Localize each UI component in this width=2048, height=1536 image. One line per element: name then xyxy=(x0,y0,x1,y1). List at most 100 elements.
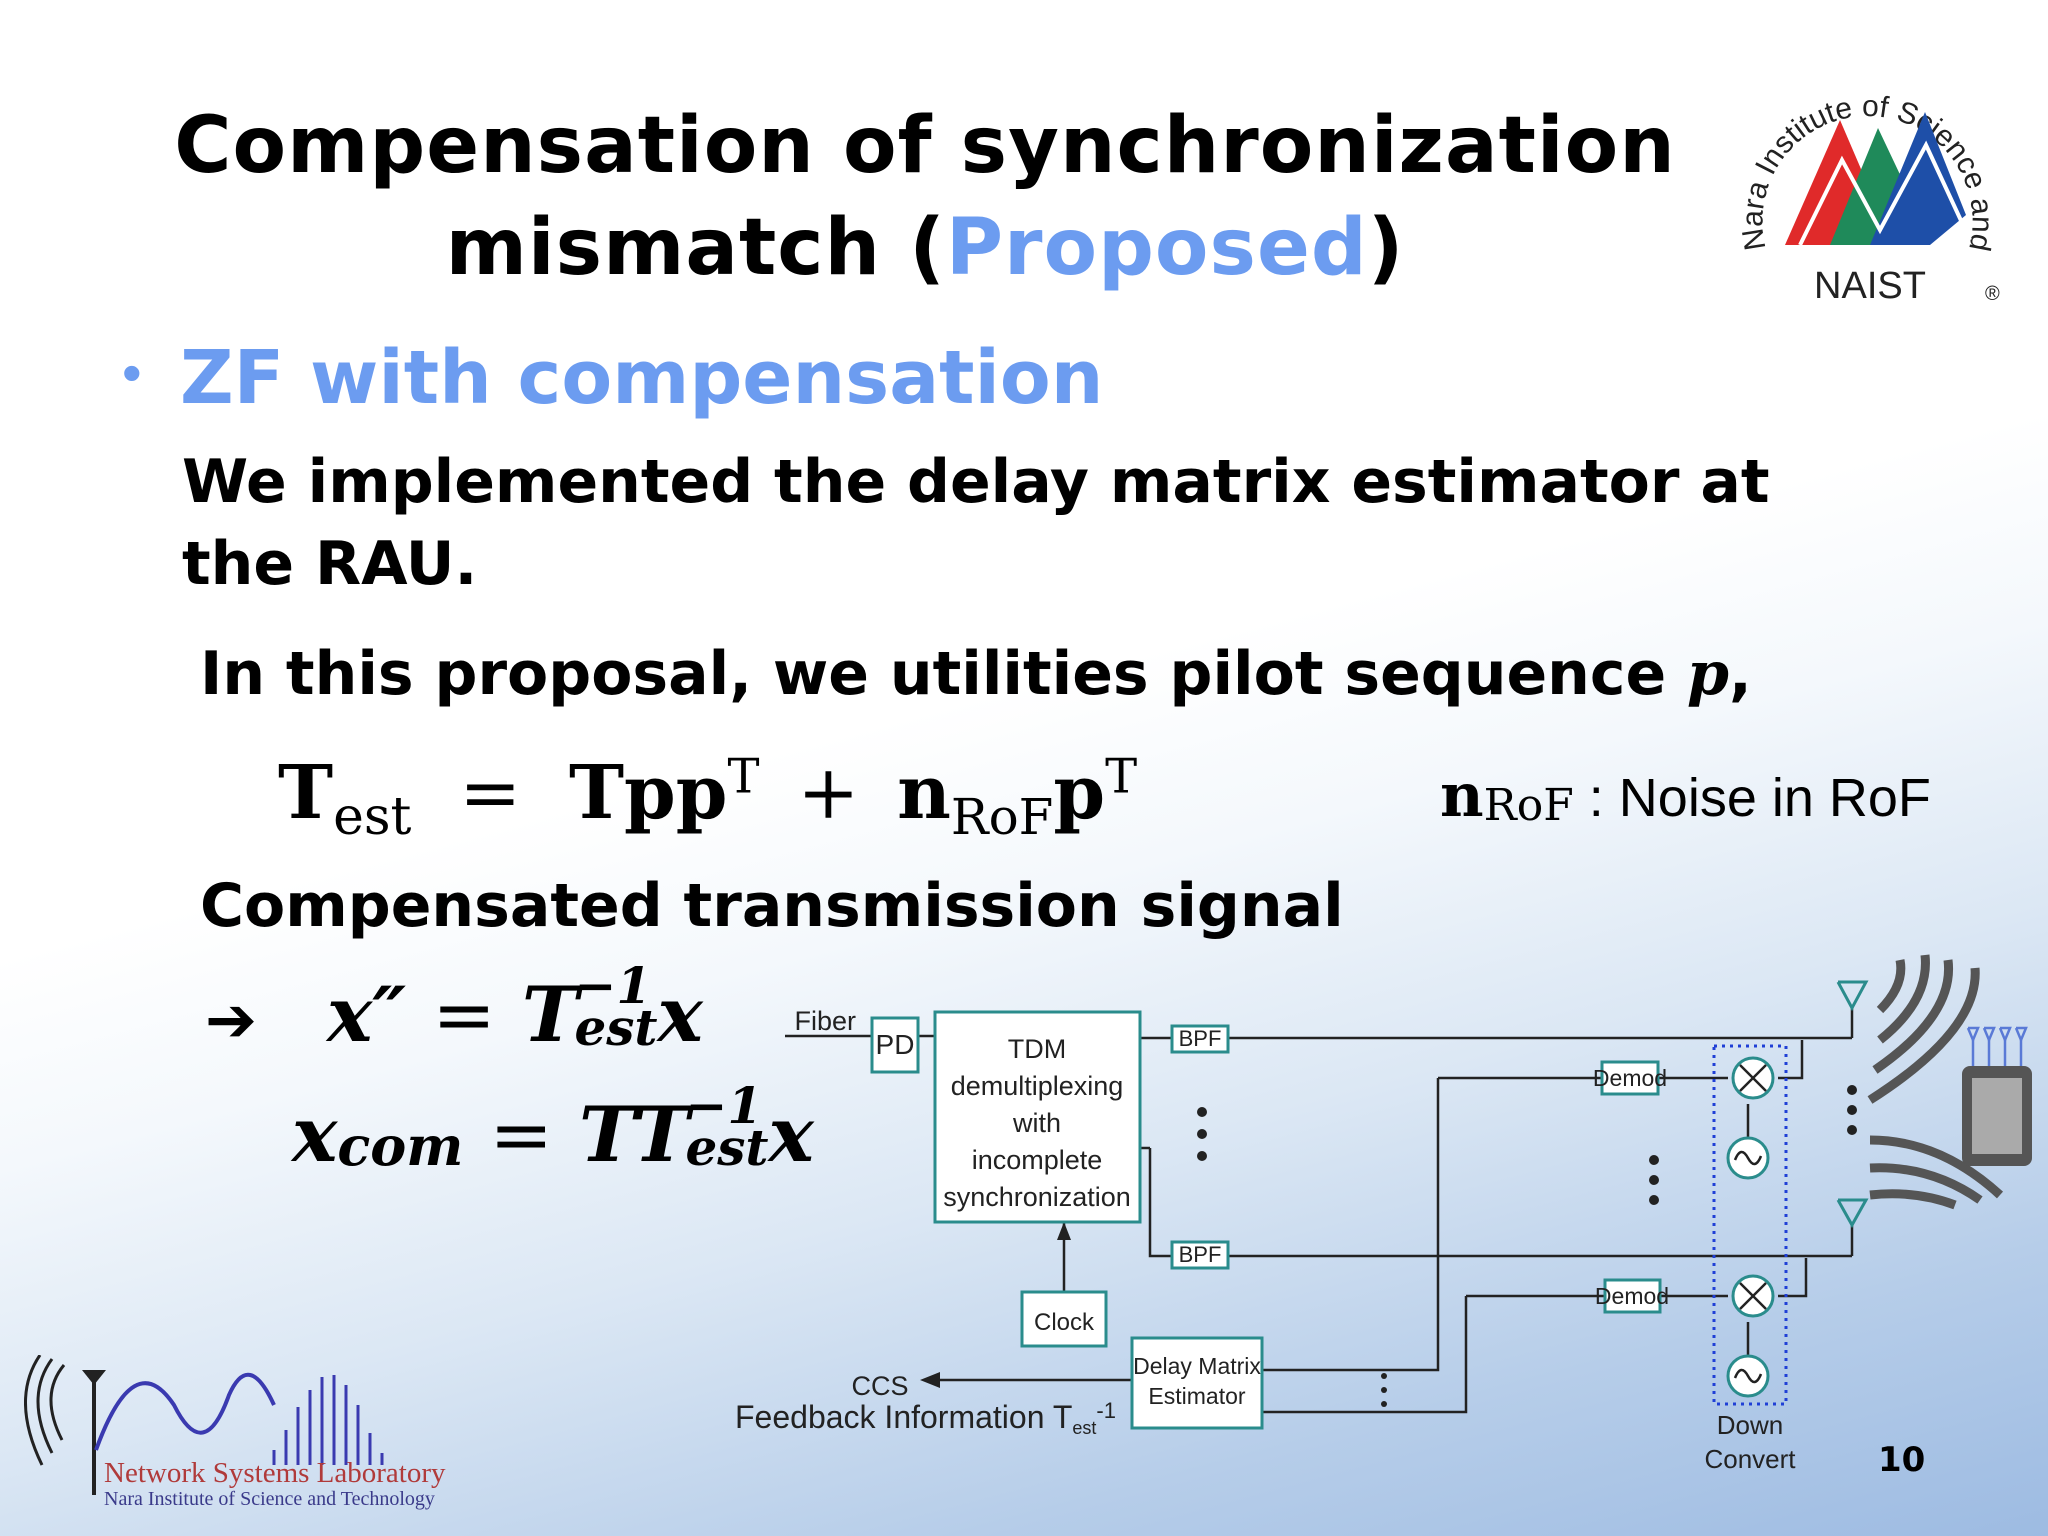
noise-note: nRoF : Noise in RoF xyxy=(1440,756,1931,852)
title-line-2-prefix: mismatch ( xyxy=(445,203,946,293)
eq2-t: T xyxy=(521,970,579,1059)
feedback-sup: -1 xyxy=(1096,1398,1116,1423)
noise-description: : Noise in RoF xyxy=(1573,768,1931,828)
delay-matrix-label-1: Delay Matrix xyxy=(1133,1353,1261,1379)
lab-logo-antenna-icon xyxy=(82,1370,106,1385)
down-convert-label-2: Convert xyxy=(1704,1444,1796,1474)
bpf-box-top xyxy=(1170,1024,1230,1054)
eq1-term3: p xyxy=(1053,750,1106,836)
body-line-3-text: In this proposal, we utilities pilot seq… xyxy=(200,639,1688,709)
body-line-4: Compensated transmission signal xyxy=(200,871,1344,941)
bpf-label-top: BPF xyxy=(1179,1026,1222,1051)
vertical-ellipsis-group xyxy=(1197,1085,1857,1407)
body-line-3: In this proposal, we utilities pilot seq… xyxy=(200,632,1752,716)
delay-matrix-label-2: Estimator xyxy=(1148,1383,1245,1409)
logo-registered-mark: ® xyxy=(1985,283,2000,305)
lab-logo-spectrum-icon xyxy=(272,1375,384,1465)
lab-logo-sine-icon xyxy=(94,1373,276,1451)
eq3-x: x xyxy=(768,1090,814,1179)
lab-logo-wave-arcs xyxy=(24,1355,66,1466)
tdm-label-line-4: incomplete xyxy=(972,1145,1103,1175)
title-line-1: Compensation of synchronization xyxy=(174,101,1676,191)
feedback-sub: est xyxy=(1072,1418,1096,1438)
eq1-term1: Tpp xyxy=(568,750,728,836)
eq1-term2-sub: RoF xyxy=(950,787,1054,846)
logo-blue-peak xyxy=(1870,112,1966,245)
clock-box xyxy=(1020,1290,1108,1348)
title-accent-proposed: Proposed xyxy=(945,203,1368,293)
eq1-lhs-sub: est xyxy=(333,786,412,847)
slide-title: Compensation of synchronization mismatch… xyxy=(0,95,1850,299)
down-convert-label-1: Down xyxy=(1717,1410,1783,1440)
tdm-label-line-5: synchronization xyxy=(943,1182,1131,1212)
eq3-lhs-sub: com xyxy=(337,1114,464,1179)
ccs-label: CCS xyxy=(851,1371,908,1401)
right-arrow-icon: ➔ xyxy=(205,983,257,1056)
pd-label: PD xyxy=(876,1029,915,1060)
demod-label-bottom: Demod xyxy=(1595,1283,1669,1309)
diagram-wires xyxy=(785,1008,1854,1414)
delay-matrix-box xyxy=(1130,1336,1264,1430)
eq1-term3-sup: T xyxy=(1105,748,1138,805)
demod-box-bottom xyxy=(1603,1278,1662,1314)
pilot-variable: p xyxy=(1687,639,1729,709)
tdm-box xyxy=(933,1010,1142,1224)
ccs-arrow-head xyxy=(920,1372,940,1388)
eq3-tt: TT xyxy=(579,1090,690,1179)
eq1-lhs: T xyxy=(278,750,334,836)
tablet-device-icon xyxy=(1962,1026,2032,1166)
logo-peak-lines xyxy=(1798,140,1972,246)
tdm-label-line-1: TDM xyxy=(1008,1034,1066,1064)
title-line-2: mismatch (Proposed) xyxy=(0,197,1850,299)
diagram-boxes xyxy=(870,1010,1662,1430)
clock-arrow-head xyxy=(1057,1222,1071,1240)
demod-label-top: Demod xyxy=(1593,1065,1667,1091)
demod-box-top xyxy=(1600,1060,1660,1096)
bpf-box-bottom xyxy=(1170,1240,1230,1270)
fiber-label: Fiber xyxy=(794,1006,856,1036)
mixer-crosses xyxy=(1733,1064,1767,1384)
eq3-sup: −1 xyxy=(685,1075,763,1135)
tdm-label-line-3: with xyxy=(1012,1108,1061,1138)
eq1-equals: = xyxy=(459,750,522,836)
antenna-bottom-icon xyxy=(1836,1198,1869,1229)
down-convert-dotted-box xyxy=(1712,1044,1788,1406)
eq1-plus: + xyxy=(797,750,860,836)
bullet-heading: ZF with compensation xyxy=(180,335,1104,421)
mixers-and-oscillators xyxy=(1726,1056,1775,1398)
lab-logo-subtitle: Nara Institute of Science and Technology xyxy=(104,1488,435,1510)
eq1-term1-sup: T xyxy=(727,748,760,805)
eq2-lhs: x″ xyxy=(326,970,407,1059)
noise-symbol-sub: RoF xyxy=(1483,780,1574,832)
eq3-equals: = xyxy=(489,1090,554,1179)
eq2-sub: est xyxy=(574,997,658,1057)
noise-symbol: n xyxy=(1440,761,1484,831)
pd-box xyxy=(870,1016,920,1074)
eq3-sub: est xyxy=(685,1117,769,1177)
eq2-equals: = xyxy=(432,970,496,1059)
equation-t-est: Test = TppT + nRoFpT xyxy=(278,748,1138,843)
antennas xyxy=(1836,980,1869,1229)
eq2-sup: −1 xyxy=(574,955,652,1015)
feedback-text: Feedback Information T xyxy=(735,1399,1072,1435)
body-line-3-comma: , xyxy=(1728,639,1752,709)
eq1-term2: n xyxy=(897,750,951,836)
clock-label: Clock xyxy=(1034,1309,1095,1336)
tdm-label-line-2: demultiplexing xyxy=(951,1071,1124,1101)
lab-logo-name: Network Systems Laboratory xyxy=(104,1457,446,1489)
title-line-2-suffix: ) xyxy=(1367,203,1405,293)
eq3-lhs: x xyxy=(292,1090,338,1179)
antenna-top-icon xyxy=(1836,980,1869,1012)
body-line-1: We implemented the delay matrix estimato… xyxy=(182,447,1770,517)
radio-waves-icon xyxy=(1867,954,2004,1210)
feedback-label: Feedback Information Test-1 xyxy=(735,1398,1116,1438)
bpf-label-bottom: BPF xyxy=(1179,1242,1222,1267)
naist-logo: Nara Institute of Science and Technology… xyxy=(1730,50,2000,307)
tdm-label: TDM demultiplexing with incomplete synch… xyxy=(943,1034,1131,1212)
eq2-x: x xyxy=(657,970,703,1059)
